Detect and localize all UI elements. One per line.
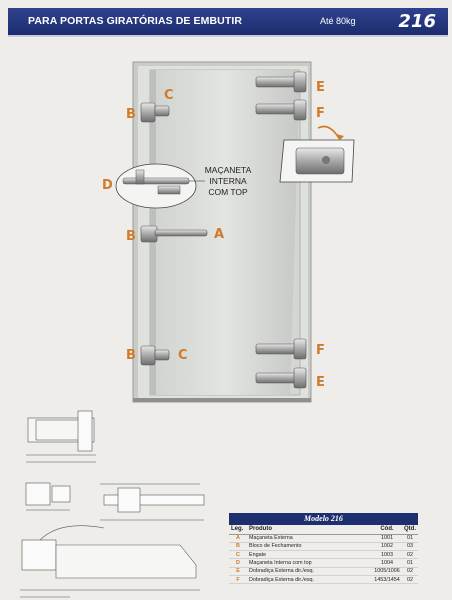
row-qtd: 03 (402, 542, 418, 552)
page-number: 216 (398, 11, 436, 32)
row-leg: F (229, 575, 247, 585)
label-f-top: F (316, 106, 325, 121)
row-leg: A (229, 534, 247, 543)
col-qtd: Qtd. (402, 525, 418, 535)
row-qtd: 02 (402, 575, 418, 585)
label-d: D (102, 178, 113, 193)
callout-line-3: COM TOP (208, 187, 248, 197)
col-cod: Cód. (372, 525, 402, 535)
col-produto: Produto (247, 525, 372, 535)
label-b-mid: B (126, 229, 136, 244)
row-cod: 1002 (372, 542, 402, 552)
table-row: F Dobradiça Externa dir./esq. 1453/1454 … (229, 575, 418, 585)
inner-handle-callout: MAÇANETA INTERNA COM TOP (196, 165, 260, 198)
table-title: Modelo 216 (229, 513, 418, 525)
callout-line-2: INTERNA (209, 176, 247, 186)
row-cod: 1453/1454 (372, 575, 402, 585)
row-leg: C (229, 550, 247, 560)
row-cod: 1005/1006 (372, 567, 402, 577)
weight-limit: Até 80kg (320, 16, 356, 26)
header-divider (8, 35, 448, 37)
row-leg: B (229, 542, 247, 552)
label-c-top: C (164, 88, 174, 103)
label-e-top: E (316, 80, 325, 95)
handle-icon (140, 225, 208, 243)
row-cod: 1004 (372, 558, 402, 568)
label-f-bottom: F (316, 343, 325, 358)
table-row: C Engate 1003 02 (229, 550, 418, 560)
label-b-bottom: B (126, 348, 136, 363)
row-produto: Dobradiça Externa dir./esq. (247, 575, 372, 585)
table-row: E Dobradiça Externa dir./esq. 1005/1006 … (229, 567, 418, 577)
row-produto: Maçaneta Interna com top (247, 558, 372, 568)
row-qtd: 02 (402, 550, 418, 560)
row-qtd: 01 (402, 558, 418, 568)
page-header: PARA PORTAS GIRATÓRIAS DE EMBUTIR Até 80… (8, 8, 448, 35)
table-row: D Maçaneta Interna com top 1004 01 (229, 558, 418, 568)
row-qtd: 02 (402, 567, 418, 577)
row-cod: 1001 (372, 534, 402, 543)
col-leg: Leg. (229, 525, 247, 535)
latch-icon (140, 102, 170, 123)
row-produto: Maçaneta Externa (247, 534, 372, 543)
row-produto: Engate (247, 550, 372, 560)
row-leg: D (229, 558, 247, 568)
row-produto: Dobradiça Externa dir./esq. (247, 567, 372, 577)
label-b-top: B (126, 107, 136, 122)
table-row: A Maçaneta Externa 1001 01 (229, 534, 418, 543)
callout-line-1: MAÇANETA (204, 165, 252, 175)
technical-drawing (20, 410, 205, 598)
parts-table: Modelo 216 Leg. Produto Cód. Qtd. A Maça… (229, 513, 418, 585)
parts-list: Leg. Produto Cód. Qtd. A Maçaneta Extern… (229, 525, 418, 585)
row-qtd: 01 (402, 534, 418, 543)
label-e-bottom: E (316, 375, 325, 390)
label-c-bottom: C (178, 348, 188, 363)
table-row: B Bloco de Fechamento 1002 03 (229, 542, 418, 552)
table-header-row: Leg. Produto Cód. Qtd. (229, 525, 418, 535)
row-leg: E (229, 567, 247, 577)
row-produto: Bloco de Fechamento (247, 542, 372, 552)
row-cod: 1003 (372, 550, 402, 560)
label-a: A (214, 227, 225, 242)
hinge-icon (255, 71, 307, 121)
page-title: PARA PORTAS GIRATÓRIAS DE EMBUTIR (28, 15, 243, 27)
